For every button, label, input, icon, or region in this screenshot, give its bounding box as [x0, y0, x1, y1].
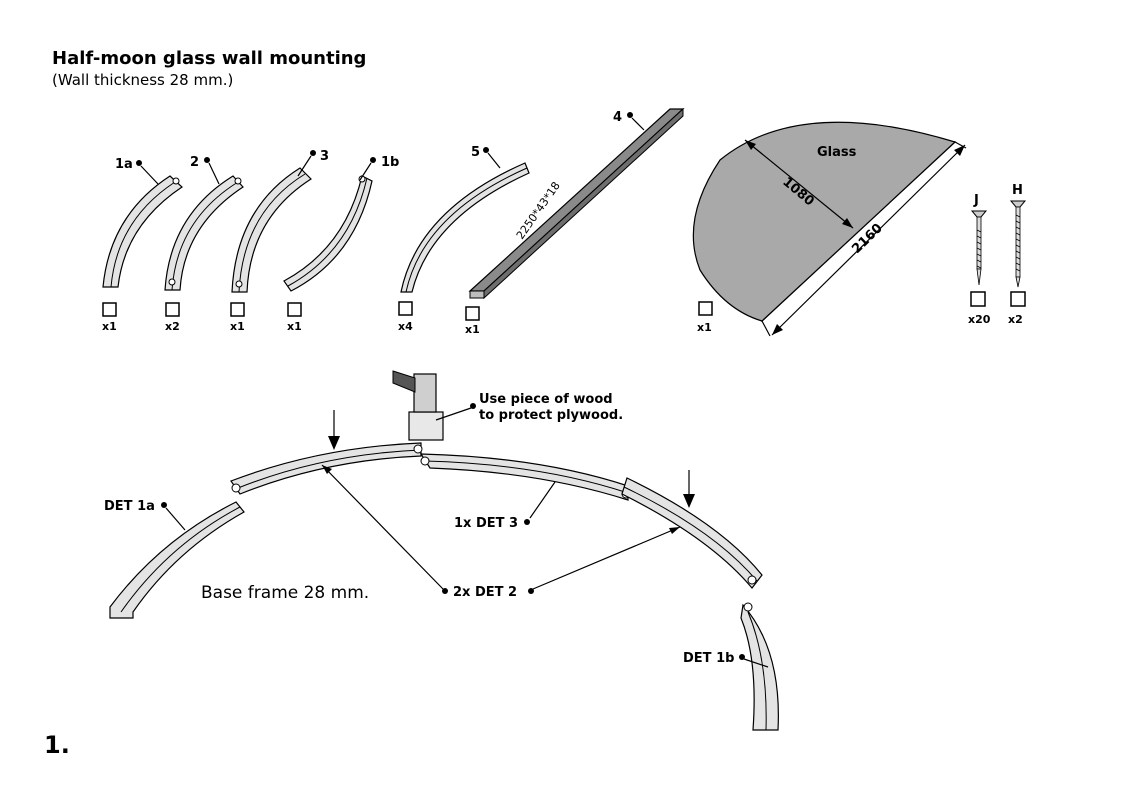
part-1a: 1a x1 — [102, 157, 183, 333]
part-1a-qty: x1 — [102, 320, 117, 333]
wood-block — [408, 411, 444, 441]
page-subtitle: (Wall thickness 28 mm.) — [52, 71, 234, 89]
part-1b: 1b x1 — [283, 155, 399, 333]
part-4-checkbox[interactable] — [465, 306, 480, 321]
part-2-qty: x2 — [165, 320, 180, 333]
part-2: 2 x2 — [164, 155, 244, 333]
part-1b-qty: x1 — [287, 320, 302, 333]
part-4: 4 2250*43*18 x1 — [465, 107, 685, 336]
part-1b-label: 1b — [381, 155, 399, 170]
glass-panel: 1080 2160 Glass x1 — [692, 121, 967, 337]
wood-note-line1: Use piece of wood — [479, 392, 613, 407]
part-5-checkbox[interactable] — [398, 301, 413, 316]
part-1a-label: 1a — [115, 157, 133, 172]
screw-h-label: H — [1012, 183, 1023, 198]
part-2-checkbox[interactable] — [165, 302, 180, 317]
part-5-label: 5 — [471, 145, 480, 160]
part-5: 5 x4 — [398, 145, 530, 333]
screw-j-checkbox[interactable] — [970, 291, 986, 307]
part-3-qty: x1 — [230, 320, 245, 333]
clamp-body — [413, 373, 437, 413]
det-1b-label: DET 1b — [683, 651, 734, 666]
glass-checkbox[interactable] — [698, 301, 713, 316]
step-number: 1. — [44, 731, 70, 759]
screw-h-checkbox[interactable] — [1010, 291, 1026, 307]
det-1a-label: DET 1a — [104, 499, 155, 514]
page-title: Half-moon glass wall mounting — [52, 48, 367, 69]
det-3-label: 1x DET 3 — [454, 516, 518, 531]
det-2-label: 2x DET 2 — [453, 585, 517, 600]
part-4-label: 4 — [613, 110, 622, 125]
wood-note-line2: to protect plywood. — [479, 408, 623, 423]
part-4-qty: x1 — [465, 323, 480, 336]
part-2-label: 2 — [190, 155, 199, 170]
screw-h-qty: x2 — [1008, 313, 1023, 326]
assembly-labels: Use piece of wood to protect plywood. DE… — [104, 392, 769, 668]
part-3-checkbox[interactable] — [230, 302, 245, 317]
screw-j-label: J — [973, 193, 979, 208]
screw-j-qty: x20 — [968, 313, 991, 326]
clamp-handle — [392, 370, 416, 393]
part-1b-checkbox[interactable] — [287, 302, 302, 317]
assembly-frame — [109, 370, 779, 731]
part-1a-checkbox[interactable] — [102, 302, 117, 317]
screw-h: H x2 — [1008, 183, 1027, 326]
glass-qty: x1 — [697, 321, 712, 334]
part-3: 3 x1 — [230, 149, 329, 333]
part-3-label: 3 — [320, 149, 329, 164]
screw-j: J x20 — [968, 193, 991, 326]
glass-label: Glass — [817, 145, 857, 160]
base-frame-label: Base frame 28 mm. — [201, 583, 369, 603]
part-5-qty: x4 — [398, 320, 413, 333]
